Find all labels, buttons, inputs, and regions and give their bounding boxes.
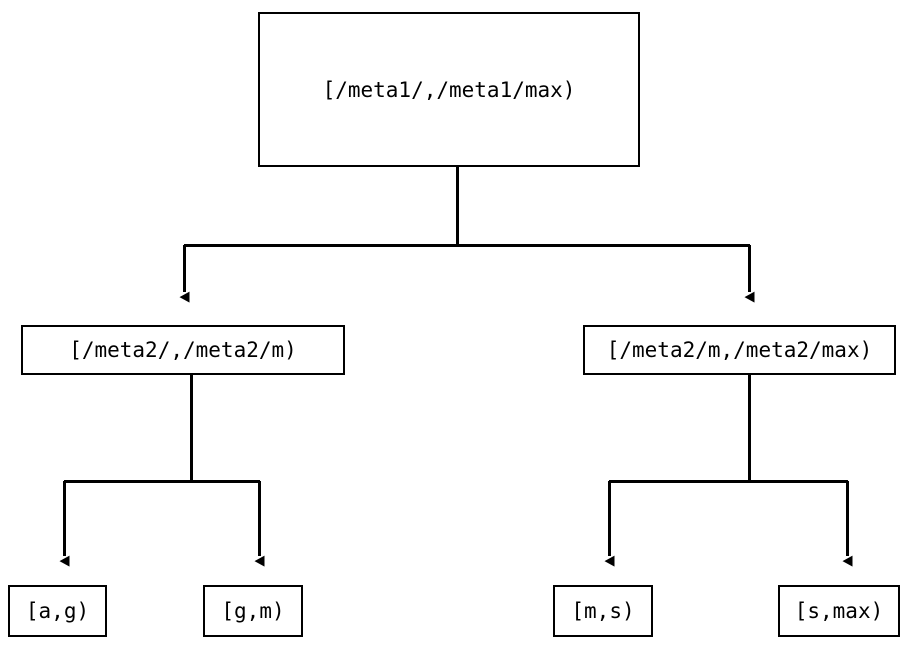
tree-node-leaf-3[interactable]: [m,s) [553,585,653,637]
tree-node-leaf-4[interactable]: [s,max) [778,585,900,637]
tree-node-leaf-1[interactable]: [a,g) [8,585,107,637]
tree-node-root[interactable]: [/meta1/,/meta1/max) [258,12,640,167]
tree-node-mid-right-label: [/meta2/m,/meta2/max) [606,338,873,362]
tree-node-leaf-2-label: [g,m) [221,599,285,623]
tree-node-leaf-1-label: [a,g) [25,599,90,623]
tree-node-leaf-4-label: [s,max) [794,599,884,623]
tree-node-mid-right[interactable]: [/meta2/m,/meta2/max) [583,325,896,375]
tree-node-leaf-3-label: [m,s) [571,599,635,623]
tree-node-root-label: [/meta1/,/meta1/max) [322,77,576,102]
tree-node-mid-left-label: [/meta2/,/meta2/m) [69,338,297,362]
tree-node-leaf-2[interactable]: [g,m) [203,585,303,637]
tree-node-mid-left[interactable]: [/meta2/,/meta2/m) [21,325,345,375]
